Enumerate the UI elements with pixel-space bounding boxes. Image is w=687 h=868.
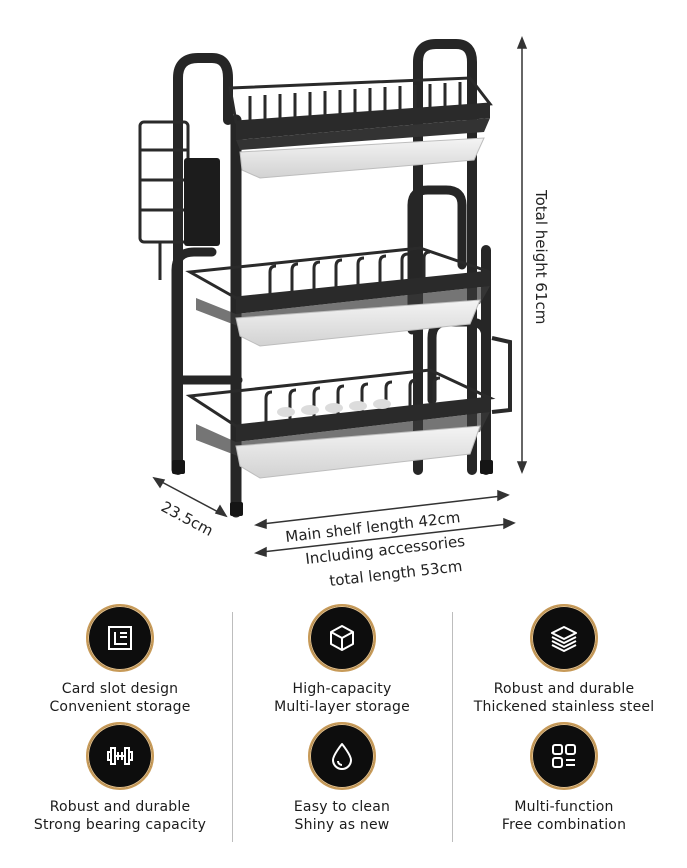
grid-icon: [530, 722, 598, 790]
cube-icon: [308, 604, 376, 672]
top-shelf: [228, 76, 493, 179]
feature-subtitle: Strong bearing capacity: [33, 817, 207, 833]
feature-title: Card slot design: [61, 681, 179, 697]
bottom-shelf: [185, 368, 496, 479]
feature-title: Multi-function: [514, 799, 614, 815]
feature-title: Robust and durable: [493, 681, 635, 697]
feature-subtitle: Thickened stainless steel: [473, 699, 655, 715]
column-divider: [232, 612, 233, 842]
dish-rack-illustration: Total height 61cm 23.5cm Main shelf leng…: [138, 35, 550, 590]
feature-subtitle: Convenient storage: [49, 699, 191, 715]
column-divider: [452, 612, 453, 842]
middle-shelf: [185, 246, 491, 347]
side-hook: [491, 336, 512, 414]
depth-label: 23.5cm: [158, 498, 216, 540]
rack-feet: [172, 460, 493, 516]
layers-icon: [530, 604, 598, 672]
card-slot-icon: [86, 604, 154, 672]
feature-subtitle: Multi-layer storage: [274, 699, 410, 715]
dimension-lines: [152, 35, 528, 558]
knife-holder: [184, 158, 220, 246]
feature-title: Easy to clean: [293, 799, 391, 815]
feature-title: Robust and durable: [49, 799, 191, 815]
feature-subtitle: Shiny as new: [294, 817, 390, 833]
water-drop-icon: [308, 722, 376, 790]
utensil-basket: [138, 120, 190, 280]
feature-title: High-capacity: [292, 681, 392, 697]
feature-subtitle: Free combination: [501, 817, 627, 833]
total-height-label: Total height 61cm: [532, 189, 550, 324]
dumbbell-icon: [86, 722, 154, 790]
